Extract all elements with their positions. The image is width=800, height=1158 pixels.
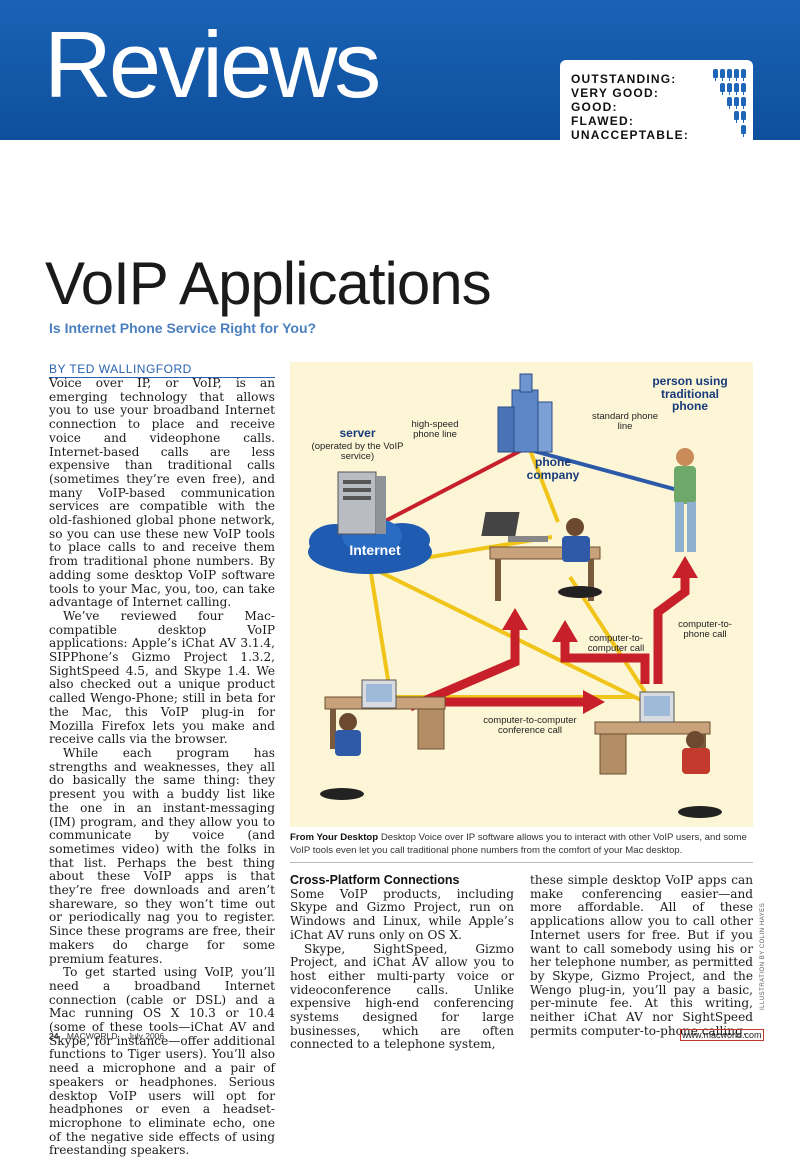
microphone-icon	[734, 97, 739, 109]
internet-label: Internet	[349, 542, 401, 558]
website-link[interactable]: www.macworld.com	[680, 1029, 764, 1041]
c2c-arrow	[560, 637, 650, 684]
arrow-head	[672, 556, 698, 578]
standard-line-label: standard phone line	[591, 411, 659, 432]
microphone-icon	[741, 111, 746, 123]
microphone-icon	[713, 69, 718, 81]
paragraph: Some VoIP products, including Skype and …	[290, 886, 514, 942]
rating-legend: OUTSTANDING: VERY GOOD: GOOD: FLAWED: UN…	[560, 60, 753, 142]
rating-label: GOOD:	[571, 100, 618, 114]
conference-call-label: computer-to-computer conference call	[483, 715, 577, 736]
microphone-icon	[720, 69, 725, 81]
rating-label: OUTSTANDING:	[571, 72, 677, 86]
issue-date: July 2006	[127, 1031, 165, 1041]
network-line	[528, 449, 560, 523]
paragraph: these simple desktop VoIP apps can make …	[530, 873, 753, 1038]
microphone-icon	[734, 83, 739, 95]
paragraph: While each program has strengths and wea…	[49, 745, 275, 966]
mic-rating-icons	[734, 111, 746, 123]
c2p-arrow	[653, 574, 690, 684]
computer-to-computer-label: computer-to-computer call	[587, 633, 645, 654]
arrow-head	[583, 690, 605, 714]
microphone-icon	[741, 97, 746, 109]
diagram-artwork	[308, 373, 722, 818]
illustration-credit: ILLUSTRATION BY COLIN HAYES	[760, 902, 766, 1010]
mic-rating-icons	[727, 97, 746, 109]
high-speed-label: high-speed phone line	[411, 419, 459, 440]
server-label: server	[339, 426, 376, 440]
phone-company-label: phone company	[526, 455, 580, 482]
rating-label: VERY GOOD:	[571, 86, 660, 100]
arrow-head	[552, 620, 578, 642]
microphone-icon	[720, 83, 725, 95]
caption-lead: From Your Desktop	[290, 832, 379, 843]
paragraph: To get started using VoIP, you’ll need a…	[49, 965, 275, 1158]
desk-laptop-icon	[481, 512, 602, 601]
person-label: person using traditional phone	[652, 374, 728, 414]
article-title: VoIP Applications	[45, 250, 492, 317]
rating-row-good: GOOD:	[571, 96, 746, 114]
body-column-2: Cross-Platform Connections Some VoIP pro…	[290, 873, 514, 1052]
network-line	[368, 566, 392, 693]
computer-to-phone-label: computer-to-phone call	[678, 619, 732, 640]
desk-computer-left-icon	[320, 679, 446, 800]
rating-label: FLAWED:	[571, 114, 635, 128]
standard-line	[529, 448, 686, 494]
internet-cloud	[308, 518, 432, 574]
magazine-name: MACWORLD	[66, 1031, 118, 1041]
article-subtitle: Is Internet Phone Service Right for You?	[49, 320, 317, 336]
paragraph: Skype, SightSpeed, Gizmo Project, and iC…	[290, 941, 514, 1052]
arrow-head	[502, 608, 528, 630]
body-column-3: these simple desktop VoIP apps can make …	[530, 873, 753, 1038]
page-footer: 24 MACWORLD July 2006	[49, 1031, 164, 1041]
network-line	[369, 565, 646, 704]
mic-rating-icons	[741, 125, 746, 137]
microphone-icon	[734, 111, 739, 123]
reviews-header-band: Reviews OUTSTANDING: VERY GOOD: GOOD: FL…	[0, 0, 800, 142]
rating-row-outstanding: OUTSTANDING:	[571, 68, 746, 86]
conference-arrow	[408, 624, 520, 712]
voip-diagram: server (operated by the VoIP service) In…	[290, 362, 753, 827]
desk-computer-right-icon	[594, 691, 722, 818]
microphone-icon	[734, 69, 739, 81]
microphone-icon	[741, 69, 746, 81]
rating-row-unacceptable: UNACCEPTABLE:	[571, 124, 746, 142]
microphone-icon	[741, 83, 746, 95]
server-sublabel: (operated by the VoIP service)	[311, 441, 404, 462]
rating-label: UNACCEPTABLE:	[571, 128, 690, 142]
server-tower-icon	[337, 471, 386, 535]
paragraph: Voice over IP, or VoIP, is an emerging t…	[49, 376, 275, 610]
mic-rating-icons	[720, 83, 746, 95]
section-title: Reviews	[44, 12, 381, 117]
rating-row-flawed: FLAWED:	[571, 110, 746, 128]
microphone-icon	[741, 125, 746, 137]
skyscraper-icon	[497, 373, 553, 453]
section-heading: Cross-Platform Connections	[290, 873, 460, 887]
microphone-icon	[727, 83, 732, 95]
rating-row-very-good: VERY GOOD:	[571, 82, 746, 100]
caption-text: Desktop Voice over IP software allows yo…	[290, 832, 747, 856]
caption-divider	[290, 862, 753, 863]
page-number: 24	[49, 1031, 59, 1041]
microphone-icon	[727, 97, 732, 109]
person-on-phone-icon	[674, 448, 696, 552]
paragraph: We’ve reviewed four Mac-compatible deskt…	[49, 608, 275, 747]
mic-rating-icons	[713, 69, 746, 81]
microphone-icon	[727, 69, 732, 81]
byline: BY TED WALLINGFORD	[49, 362, 275, 378]
figure-caption: From Your Desktop Desktop Voice over IP …	[290, 831, 753, 857]
